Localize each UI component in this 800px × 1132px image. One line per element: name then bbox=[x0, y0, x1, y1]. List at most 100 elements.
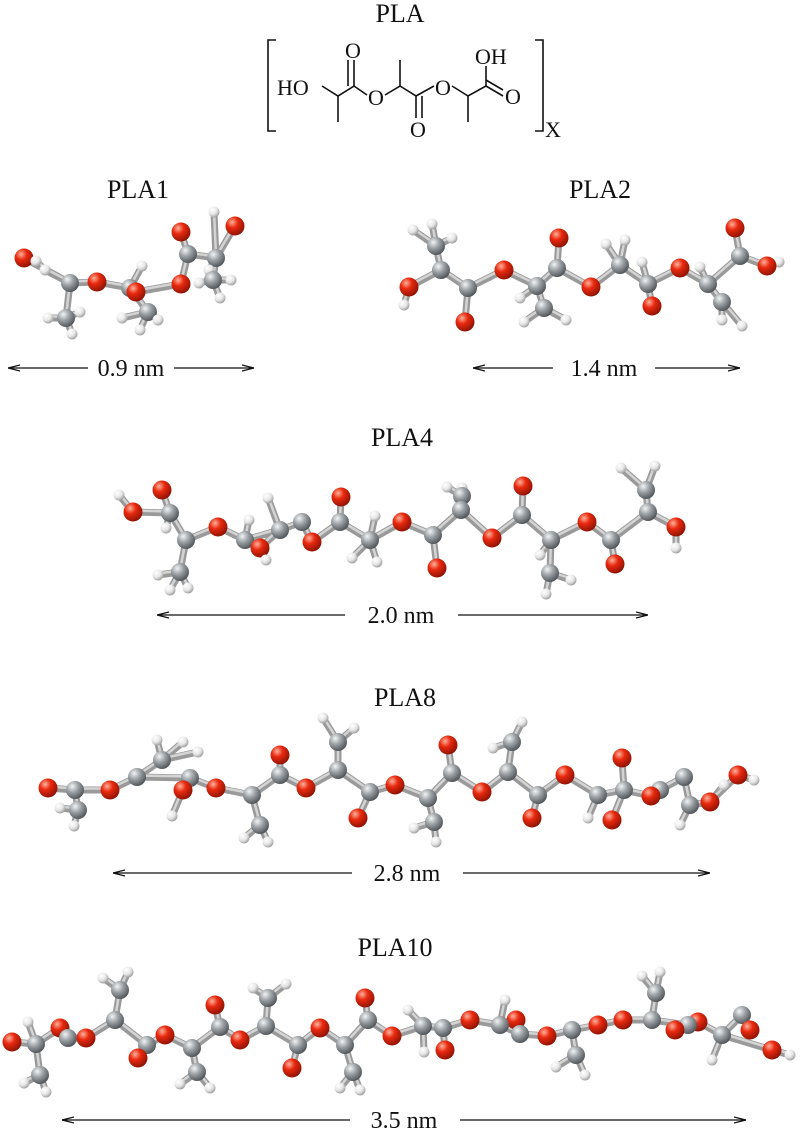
hydrogen-atom bbox=[636, 256, 648, 268]
hydrogen-atom bbox=[398, 299, 410, 311]
formula-oh-label: OH bbox=[475, 44, 507, 69]
carbon-atom bbox=[615, 781, 633, 799]
oxygen-atom bbox=[331, 487, 351, 507]
skeletal-bonds bbox=[321, 60, 504, 122]
hydrogen-atom bbox=[204, 1082, 216, 1094]
oxygen-atom bbox=[725, 218, 745, 238]
pla10-length-arrow: 3.5 nm bbox=[62, 1108, 746, 1132]
carbon-atom bbox=[177, 531, 195, 549]
oxygen-atom bbox=[555, 765, 575, 785]
carbon-atom bbox=[183, 1039, 201, 1057]
oxygen-atom bbox=[577, 512, 597, 532]
oxygen-atom bbox=[128, 1048, 148, 1068]
carbon-atom bbox=[643, 1011, 661, 1029]
hydrogen-atom bbox=[565, 574, 577, 586]
pla10-ball-and-stick-model bbox=[2, 966, 796, 1098]
oxygen-atom bbox=[385, 775, 405, 795]
carbon-atom bbox=[541, 564, 559, 582]
hydrogen-atom bbox=[225, 274, 237, 286]
carbon-atom bbox=[637, 481, 655, 499]
hydrogen-atom bbox=[317, 712, 329, 724]
hydrogen-atom bbox=[371, 556, 383, 568]
oxygen-atom bbox=[355, 988, 375, 1008]
pla1-title: PLA1 bbox=[107, 175, 169, 204]
hydrogen-atom bbox=[280, 978, 292, 990]
oxygen-atom bbox=[427, 558, 447, 578]
hydrogen-atom bbox=[369, 510, 381, 522]
oxygen-atom bbox=[171, 274, 191, 294]
pla4-title: PLA4 bbox=[371, 423, 433, 452]
carbon-atom bbox=[271, 766, 289, 784]
oxygen-atom bbox=[670, 258, 690, 278]
hydrogen-atom bbox=[748, 774, 760, 786]
carbon-atom bbox=[61, 274, 79, 292]
oxygen-atom bbox=[348, 808, 368, 828]
carbon-atom bbox=[293, 513, 311, 531]
oxygen-atom bbox=[513, 476, 533, 496]
carbon-atom bbox=[211, 1018, 229, 1036]
oxygen-atom bbox=[38, 778, 58, 798]
carbon-atom bbox=[57, 309, 75, 327]
hydrogen-atom bbox=[243, 514, 255, 526]
carbon-atom bbox=[138, 1036, 156, 1054]
oxygen-atom bbox=[2, 1032, 22, 1052]
carbon-atom bbox=[331, 513, 349, 531]
hydrogen-atom bbox=[18, 1077, 30, 1089]
carbon-atom bbox=[432, 261, 450, 279]
hydrogen-atom bbox=[408, 822, 420, 834]
oxygen-atom bbox=[757, 256, 777, 276]
formula-o-top-1: O bbox=[345, 38, 361, 63]
carbon-atom bbox=[529, 786, 547, 804]
hydrogen-atom bbox=[22, 1016, 34, 1028]
pla1-ball-and-stick-model bbox=[14, 206, 245, 340]
carbon-atom bbox=[733, 1006, 751, 1024]
hydrogen-atom bbox=[116, 312, 128, 324]
hydrogen-atom bbox=[122, 966, 134, 978]
hydrogen-atom bbox=[446, 232, 458, 244]
hydrogen-atom bbox=[54, 802, 66, 814]
oxygen-atom bbox=[482, 528, 502, 548]
pla4-ball-and-stick-model bbox=[113, 460, 686, 600]
carbon-atom bbox=[153, 751, 171, 769]
carbon-atom bbox=[271, 521, 289, 539]
hydrogen-atom bbox=[716, 314, 728, 326]
hydrogen-atom bbox=[579, 1069, 591, 1081]
carbon-atom bbox=[179, 245, 197, 263]
hydrogen-atom bbox=[97, 972, 109, 984]
hydrogen-atom bbox=[164, 584, 176, 596]
oxygen-atom bbox=[494, 260, 514, 280]
carbon-atom bbox=[453, 487, 471, 505]
carbon-atom bbox=[243, 786, 261, 804]
carbon-atom bbox=[681, 796, 699, 814]
hydrogen-atom bbox=[66, 328, 78, 340]
oxygen-atom bbox=[126, 282, 146, 302]
carbon-atom bbox=[359, 1011, 377, 1029]
hydrogen-atom bbox=[354, 1084, 366, 1096]
hydrogen-atom bbox=[670, 542, 682, 554]
carbon-atom bbox=[204, 271, 222, 289]
pla10-title: PLA10 bbox=[357, 933, 432, 962]
oxygen-atom bbox=[225, 216, 245, 236]
hydrogen-atom bbox=[193, 277, 205, 289]
hydrogen-atom bbox=[534, 549, 546, 561]
oxygen-atom bbox=[123, 502, 143, 522]
hydrogen-atom bbox=[208, 206, 220, 218]
carbon-atom bbox=[336, 1036, 354, 1054]
hydrogen-atom bbox=[214, 292, 226, 304]
pla2-ball-and-stick-model bbox=[398, 218, 785, 332]
hydrogen-atom bbox=[177, 736, 189, 748]
hydrogen-atom bbox=[694, 261, 706, 273]
oxygen-atom bbox=[250, 538, 270, 558]
oxygen-atom bbox=[641, 786, 661, 806]
carbon-atom bbox=[259, 989, 277, 1007]
hydrogen-atom bbox=[487, 742, 499, 754]
carbon-atom bbox=[361, 531, 379, 549]
oxygen-atom bbox=[208, 517, 228, 537]
carbon-atom bbox=[329, 761, 347, 779]
carbon-atom bbox=[503, 733, 521, 751]
oxygen-atom bbox=[435, 1040, 455, 1060]
hydrogen-atom bbox=[441, 481, 453, 493]
hydrogen-atom bbox=[262, 836, 274, 848]
oxygen-atom bbox=[282, 1058, 302, 1078]
hydrogen-atom bbox=[514, 292, 526, 304]
